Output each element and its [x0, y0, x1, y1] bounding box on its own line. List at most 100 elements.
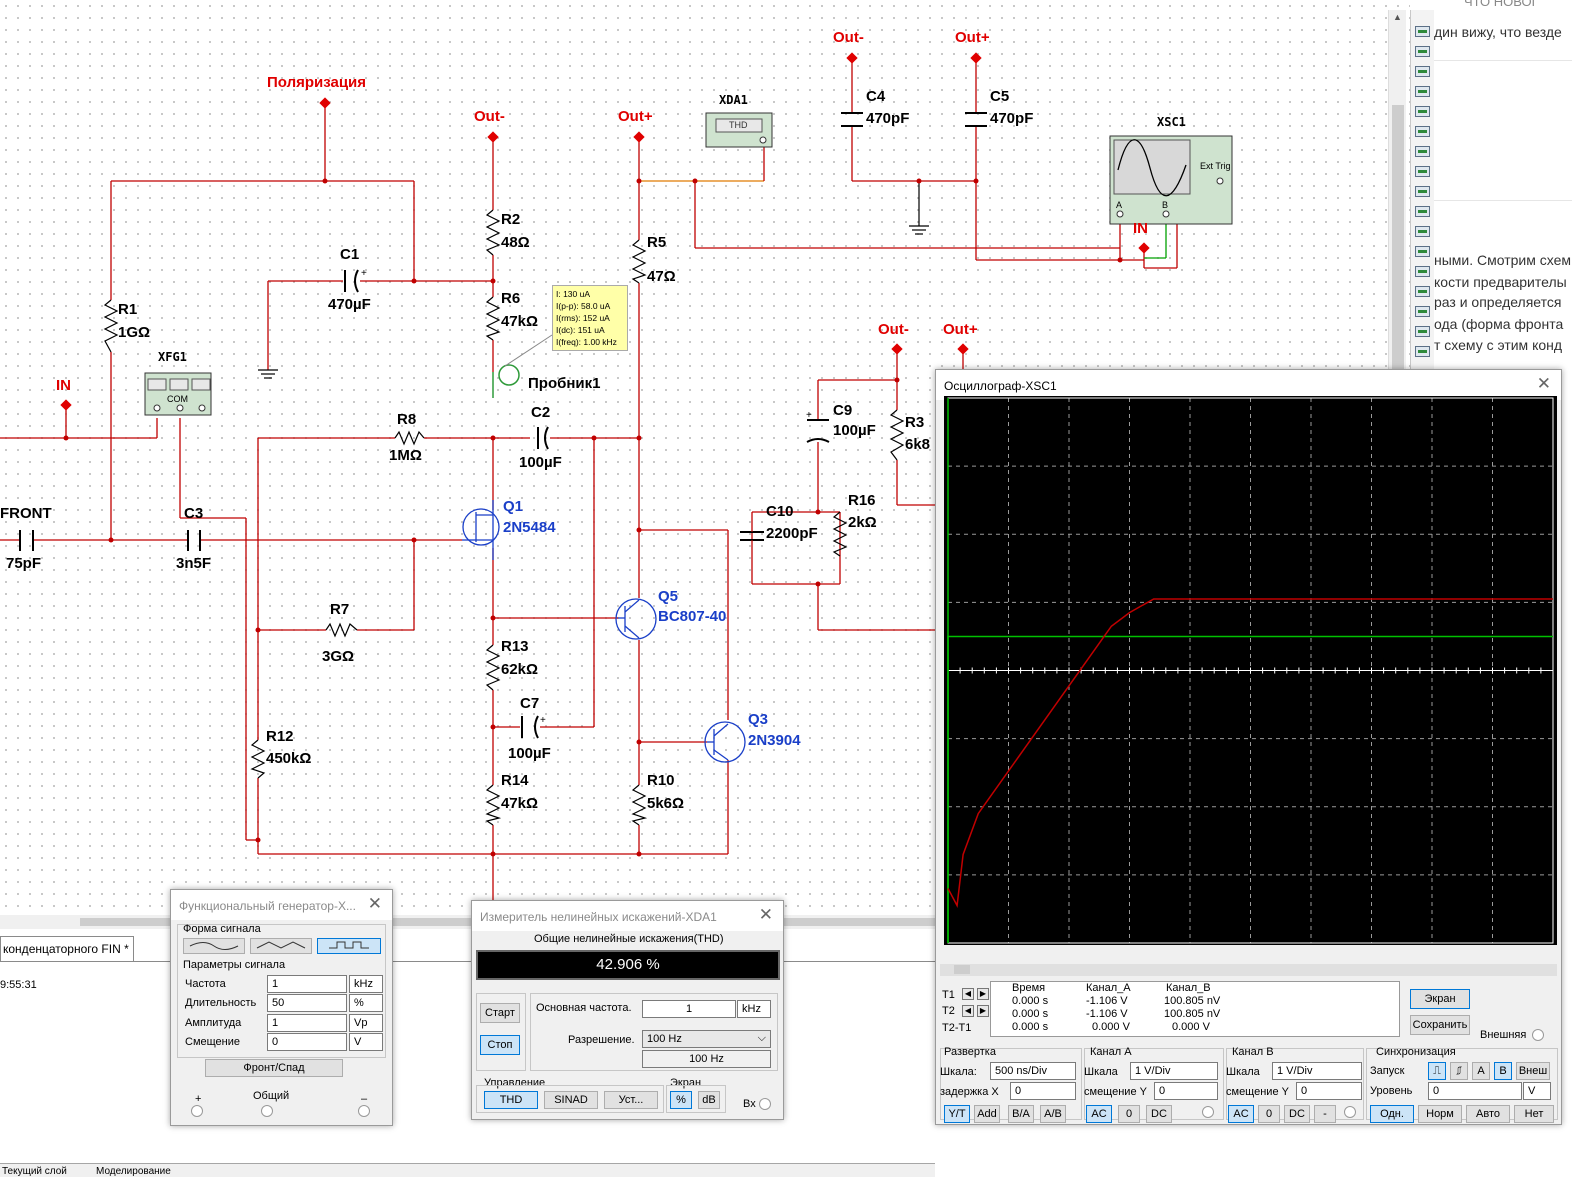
channel-a-terminal[interactable]: [1202, 1106, 1214, 1118]
tab-current-layer[interactable]: Текущий слой: [2, 1166, 67, 1177]
rise-fall-button[interactable]: Фронт/Спад: [205, 1059, 343, 1077]
probe-readout-line: I(dc): 151 uA: [556, 325, 605, 335]
t2-left-arrow-icon[interactable]: ◀: [962, 1005, 974, 1017]
amplitude-unit[interactable]: Vp: [349, 1014, 383, 1032]
input-terminal[interactable]: [759, 1098, 771, 1110]
settings-button[interactable]: Уст...: [604, 1091, 658, 1109]
trigger-single-button[interactable]: Одн.: [1370, 1105, 1414, 1123]
channel-a-scale-input[interactable]: 1 V/Div: [1130, 1062, 1218, 1080]
resolution-select[interactable]: 100 Hz⌵: [642, 1030, 771, 1048]
generator-settings-group: [177, 924, 386, 1058]
trigger-auto-button[interactable]: Авто: [1466, 1105, 1510, 1123]
sinad-mode-button[interactable]: SINAD: [544, 1091, 598, 1109]
trigger-normal-button[interactable]: Норм: [1418, 1105, 1462, 1123]
scrollbar-thumb[interactable]: [954, 965, 970, 974]
spectrum-analyzer-icon[interactable]: [1415, 266, 1430, 277]
tab-simulation[interactable]: Моделирование: [96, 1166, 171, 1177]
amplitude-input[interactable]: 1: [267, 1014, 347, 1032]
channel-b-scale-input[interactable]: 1 V/Div: [1272, 1062, 1362, 1080]
plus-terminal[interactable]: [191, 1105, 203, 1117]
t1-right-arrow-icon[interactable]: ▶: [977, 988, 989, 1000]
channel-b-invert-button[interactable]: -: [1314, 1105, 1336, 1123]
thd-mode-button[interactable]: THD: [484, 1091, 538, 1109]
external-trigger-terminal[interactable]: [1532, 1029, 1544, 1041]
close-icon[interactable]: ✕: [367, 894, 382, 913]
frequency-counter-icon[interactable]: [1415, 146, 1430, 157]
design-file-tab[interactable]: конденцаторного FIN *: [0, 936, 134, 962]
channel-a-dc-button[interactable]: DC: [1146, 1105, 1172, 1123]
agilent-multimeter-icon[interactable]: [1415, 326, 1430, 337]
channel-b-terminal[interactable]: [1344, 1106, 1356, 1118]
trigger-source-a-button[interactable]: A: [1472, 1062, 1490, 1080]
timebase-scale-input[interactable]: 500 ns/Div: [990, 1062, 1076, 1080]
trigger-level-unit[interactable]: V: [1523, 1082, 1551, 1100]
db-button[interactable]: dB: [698, 1091, 720, 1109]
scroll-up-icon[interactable]: ▲: [1393, 12, 1402, 22]
t1-left-arrow-icon[interactable]: ◀: [962, 988, 974, 1000]
channel-b-ypos-input[interactable]: 0: [1296, 1082, 1362, 1100]
agilent-generator-icon[interactable]: [1415, 306, 1430, 317]
xda1-face: THD: [729, 120, 748, 130]
duty-cycle-unit[interactable]: %: [349, 994, 383, 1012]
trigger-source-ext-button[interactable]: Внеш: [1516, 1062, 1550, 1080]
channel-a-ypos-input[interactable]: 0: [1154, 1082, 1218, 1100]
offset-unit[interactable]: V: [349, 1033, 383, 1051]
common-terminal[interactable]: [261, 1105, 273, 1117]
trigger-group: [1366, 1048, 1558, 1120]
save-button[interactable]: Сохранить: [1410, 1015, 1470, 1035]
component-value: 100µF: [508, 745, 551, 762]
frequency-input[interactable]: 1: [267, 975, 347, 993]
duty-cycle-input[interactable]: 50: [267, 994, 347, 1012]
channel-b-ac-button[interactable]: AC: [1228, 1105, 1254, 1123]
four-channel-oscilloscope-icon[interactable]: [1415, 106, 1430, 117]
rising-edge-icon[interactable]: ⎍: [1428, 1062, 1446, 1080]
logic-analyzer-icon[interactable]: [1415, 186, 1430, 197]
channel-b-dc-button[interactable]: DC: [1284, 1105, 1310, 1123]
close-icon[interactable]: ✕: [1536, 374, 1551, 393]
bode-plotter-icon[interactable]: [1415, 126, 1430, 137]
trigger-level-input[interactable]: 0: [1428, 1082, 1522, 1100]
t2-right-arrow-icon[interactable]: ▶: [977, 1005, 989, 1017]
external-trigger-label: Внешняя: [1480, 1029, 1527, 1041]
network-analyzer-icon[interactable]: [1415, 286, 1430, 297]
trigger-none-button[interactable]: Нет: [1514, 1105, 1554, 1123]
ab-mode-button[interactable]: A/B: [1040, 1105, 1066, 1123]
yt-mode-button[interactable]: Y/T: [944, 1105, 970, 1123]
channel-a-ac-button[interactable]: AC: [1086, 1105, 1112, 1123]
fundamental-freq-input[interactable]: 1: [642, 1000, 736, 1018]
oscilloscope-icon[interactable]: [1415, 86, 1430, 97]
percent-button[interactable]: %: [670, 1091, 692, 1109]
channel-b-zero-button[interactable]: 0: [1258, 1105, 1280, 1123]
screen-scrollbar[interactable]: [940, 964, 1557, 976]
oscilloscope-screen[interactable]: [944, 396, 1557, 945]
channel-a-zero-button[interactable]: 0: [1118, 1105, 1140, 1123]
multimeter-icon[interactable]: [1415, 26, 1430, 37]
current-probe-icon[interactable]: [1415, 346, 1430, 357]
logic-converter-icon[interactable]: [1415, 206, 1430, 217]
probe-readout-line: I: 130 uA: [556, 289, 591, 299]
ba-mode-button[interactable]: B/A: [1008, 1105, 1034, 1123]
start-button[interactable]: Старт: [480, 1003, 520, 1023]
function-generator-icon[interactable]: [1415, 46, 1430, 57]
iv-analyzer-icon[interactable]: [1415, 226, 1430, 237]
distortion-analyzer-icon[interactable]: [1415, 246, 1430, 257]
frequency-unit[interactable]: kHz: [349, 975, 383, 993]
reverse-screen-button[interactable]: Экран: [1410, 989, 1470, 1009]
falling-edge-icon[interactable]: ⎎: [1450, 1062, 1468, 1080]
word-generator-icon[interactable]: [1415, 166, 1430, 177]
trigger-source-b-button[interactable]: B: [1494, 1062, 1512, 1080]
canvas-horizontal-scrollbar[interactable]: [0, 915, 935, 929]
stop-button[interactable]: Стоп: [480, 1035, 520, 1055]
param-offset-label: Смещение: [185, 1036, 241, 1048]
component-value: 2N3904: [748, 732, 801, 749]
close-icon[interactable]: ✕: [758, 905, 773, 924]
sine-wave-button[interactable]: [183, 938, 245, 954]
triangle-wave-button[interactable]: [250, 938, 312, 954]
wattmeter-icon[interactable]: [1415, 66, 1430, 77]
square-wave-button[interactable]: [317, 938, 381, 954]
minus-terminal[interactable]: [358, 1105, 370, 1117]
offset-input[interactable]: 0: [267, 1033, 347, 1051]
x-position-input[interactable]: 0: [1010, 1082, 1076, 1100]
fundamental-freq-unit[interactable]: kHz: [737, 1000, 771, 1018]
add-mode-button[interactable]: Add: [974, 1105, 1000, 1123]
